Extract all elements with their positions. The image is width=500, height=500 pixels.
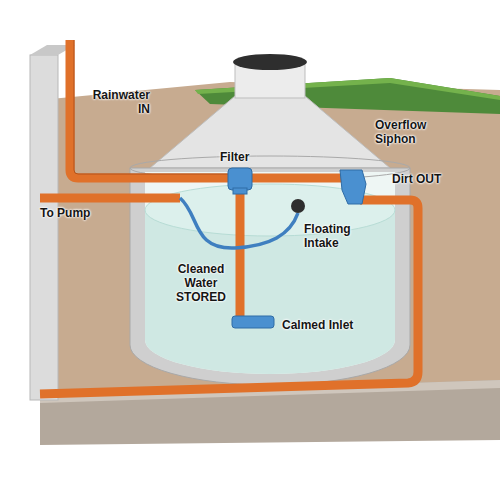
downpipe xyxy=(70,40,230,178)
part-label: Floating Intake xyxy=(304,222,366,250)
part-label: Rainwater IN xyxy=(78,88,150,116)
intake-hose xyxy=(180,198,298,248)
filter-outlet xyxy=(233,188,247,194)
pipe-shading xyxy=(74,40,230,174)
overflow-siphon xyxy=(340,170,366,204)
filter-to-siphon-pipe xyxy=(250,174,342,183)
house-wall xyxy=(30,55,58,400)
float-ball xyxy=(291,199,305,213)
part-label: Dirt OUT xyxy=(392,172,462,186)
pump-pipe xyxy=(40,194,180,203)
tank-lid xyxy=(233,54,307,70)
filter-body xyxy=(228,168,252,190)
inlet-pipe xyxy=(236,190,245,318)
part-label: Calmed Inlet xyxy=(282,318,372,332)
soil xyxy=(40,82,500,430)
tank-shoulder xyxy=(150,96,390,168)
dirt-out-pipe xyxy=(40,200,418,394)
part-label: Overflow Siphon xyxy=(375,118,447,146)
orange-pipes xyxy=(40,40,418,394)
part-label: To Pump xyxy=(40,206,110,220)
calmed-inlet xyxy=(232,316,274,328)
part-label: Filter xyxy=(220,150,260,164)
blue-fittings xyxy=(228,168,366,328)
part-label: Cleaned Water STORED xyxy=(170,262,232,304)
